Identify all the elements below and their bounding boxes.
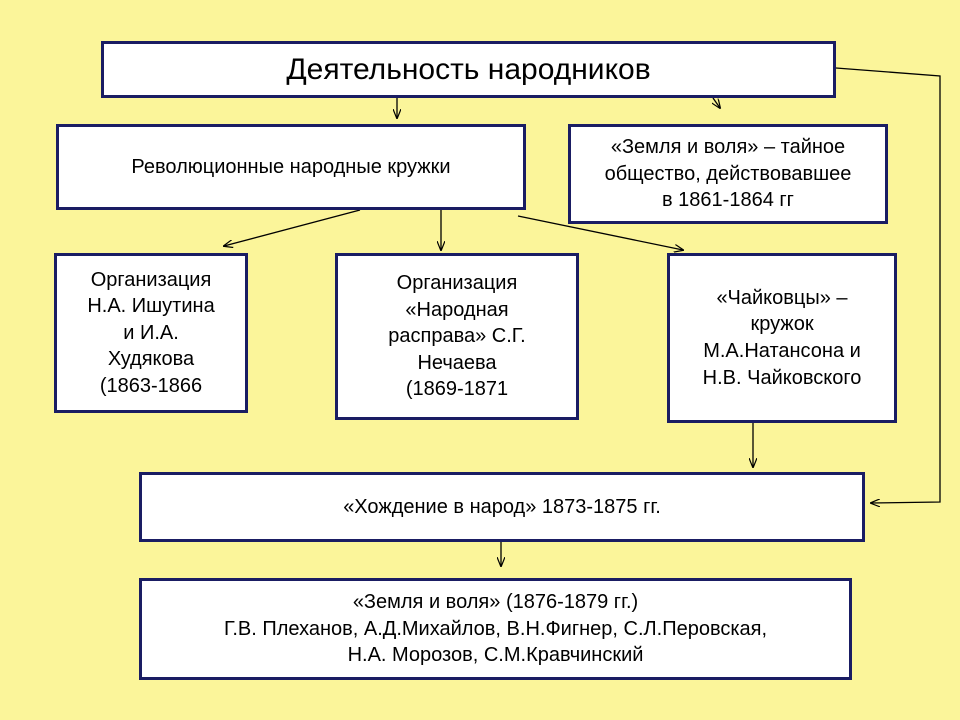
node-narodnaya-rasprava: Организация «Народная расправа» С.Г. Неч… <box>335 253 579 420</box>
edge-title-to-zemlya-1 <box>713 97 720 108</box>
node-zemlya-i-volya-1876: «Земля и воля» (1876-1879 гг.) Г.В. Плех… <box>139 578 852 680</box>
node-chaikovtsy: «Чайковцы» – кружок М.А.Натансона и Н.В.… <box>667 253 897 423</box>
node-khozhdenie-v-narod: «Хождение в народ» 1873-1875 гг. <box>139 472 865 542</box>
edge-circles-to-chaikovtsy <box>517 215 683 250</box>
node-ishutin-organization: Организация Н.А. Ишутина и И.А. Худякова… <box>54 253 248 413</box>
node-revolutionary-circles: Революционные народные кружки <box>56 124 526 210</box>
node-zemlya-i-volya-1861: «Земля и воля» – тайное общество, действ… <box>568 124 888 224</box>
edge-title-to-khozhdenie <box>835 67 941 503</box>
node-title: Деятельность народников <box>101 41 836 98</box>
edge-circles-to-ishutin <box>224 209 361 246</box>
